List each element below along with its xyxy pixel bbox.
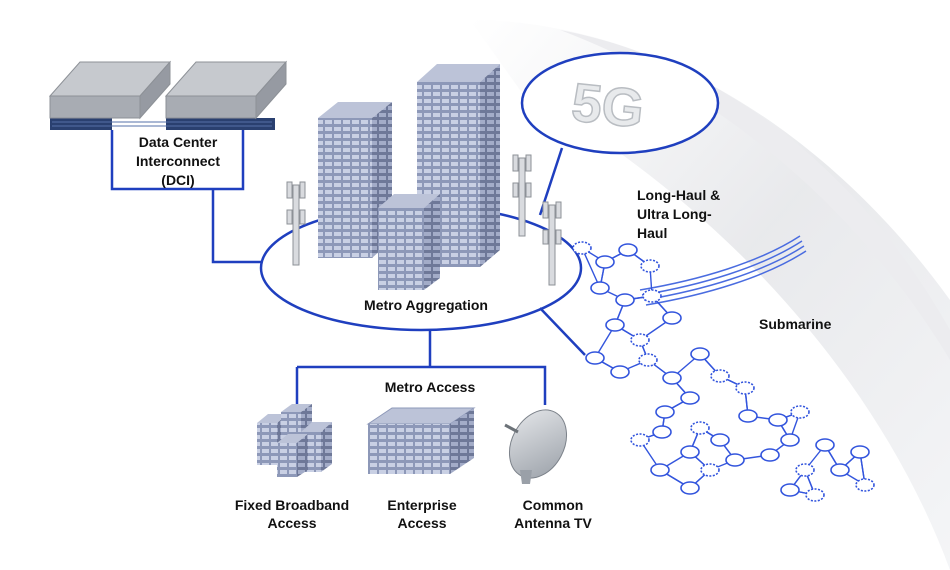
mesh-link: [581, 247, 601, 289]
metro-to-access-link: [295, 330, 547, 405]
mesh-node: [572, 241, 592, 255]
enterprise-label-line-2: Access: [397, 515, 446, 531]
enterprise-label-line-1: Enterprise: [387, 497, 456, 513]
satellite-dish-icon: [504, 409, 568, 484]
dci-link: [110, 130, 245, 191]
mesh-node: [780, 433, 800, 447]
mesh-node: [662, 371, 682, 385]
catv-label-line-2: Antenna TV: [514, 515, 592, 531]
mesh-node: [615, 293, 635, 307]
mesh-node: [618, 243, 638, 257]
mesh-node: [630, 333, 650, 347]
mesh-node: [738, 409, 758, 423]
submarine-cables: [639, 235, 807, 306]
dci-label-line-3: (DCI): [161, 172, 194, 188]
fixed-broadband-buildings-icon: [257, 404, 332, 477]
mesh-node: [710, 369, 730, 383]
mesh-node: [595, 255, 615, 269]
metro-access-label: Metro Access: [385, 379, 476, 395]
mesh-node: [805, 488, 825, 502]
mesh-node: [830, 463, 850, 477]
mesh-node: [790, 405, 810, 419]
mesh-node: [780, 483, 800, 497]
dci-hardware-icon: [48, 60, 288, 130]
mesh-node: [662, 311, 682, 325]
mesh-node: [690, 347, 710, 361]
mesh-node: [760, 448, 780, 462]
long-haul-label-line-2: Ultra Long-: [637, 206, 712, 222]
mesh-node: [710, 433, 730, 447]
metro-to-mesh-link: [539, 307, 586, 356]
mesh-node: [605, 318, 625, 332]
mesh-node: [638, 353, 658, 367]
fixed-broadband-label-line-2: Access: [267, 515, 316, 531]
labels-layer: Data Center Interconnect (DCI) 5G Long-H…: [136, 72, 832, 531]
mesh-node: [680, 481, 700, 495]
mesh-node: [640, 259, 660, 273]
dci-to-metro-link: [211, 189, 262, 264]
mesh-node: [652, 425, 672, 439]
mesh-node: [725, 453, 745, 467]
mesh-node: [680, 391, 700, 405]
mesh-node: [855, 478, 875, 492]
mesh-node: [735, 381, 755, 395]
mesh-node: [650, 463, 670, 477]
mesh-node: [768, 413, 788, 427]
background-swoosh: [470, 20, 950, 570]
metro-buildings-icon: [318, 64, 500, 290]
mesh-node: [700, 463, 720, 477]
fixed-broadband-label-line-1: Fixed Broadband: [235, 497, 349, 513]
enterprise-building-icon: [366, 407, 476, 474]
mesh-node: [630, 433, 650, 447]
mesh-node: [795, 463, 815, 477]
metro-aggregation-label: Metro Aggregation: [364, 297, 488, 313]
dci-label-line-2: Interconnect: [136, 153, 220, 169]
mesh-node: [815, 438, 835, 452]
mesh-node: [642, 289, 662, 303]
mesh-node: [850, 445, 870, 459]
mesh-node: [610, 365, 630, 379]
five-g-label: 5G: [569, 72, 647, 139]
mesh-node: [680, 445, 700, 459]
long-haul-mesh-network: [572, 241, 875, 502]
mesh-node: [690, 421, 710, 435]
catv-label-line-1: Common: [523, 497, 584, 513]
dci-label-line-1: Data Center: [139, 134, 218, 150]
mesh-node: [655, 405, 675, 419]
mesh-node: [585, 351, 605, 365]
long-haul-label-line-1: Long-Haul &: [637, 187, 720, 203]
cell-tower-icon: [286, 154, 562, 286]
submarine-label: Submarine: [759, 316, 832, 332]
five-g-bubble: [520, 51, 720, 155]
long-haul-label-line-3: Haul: [637, 225, 667, 241]
mesh-node: [590, 281, 610, 295]
